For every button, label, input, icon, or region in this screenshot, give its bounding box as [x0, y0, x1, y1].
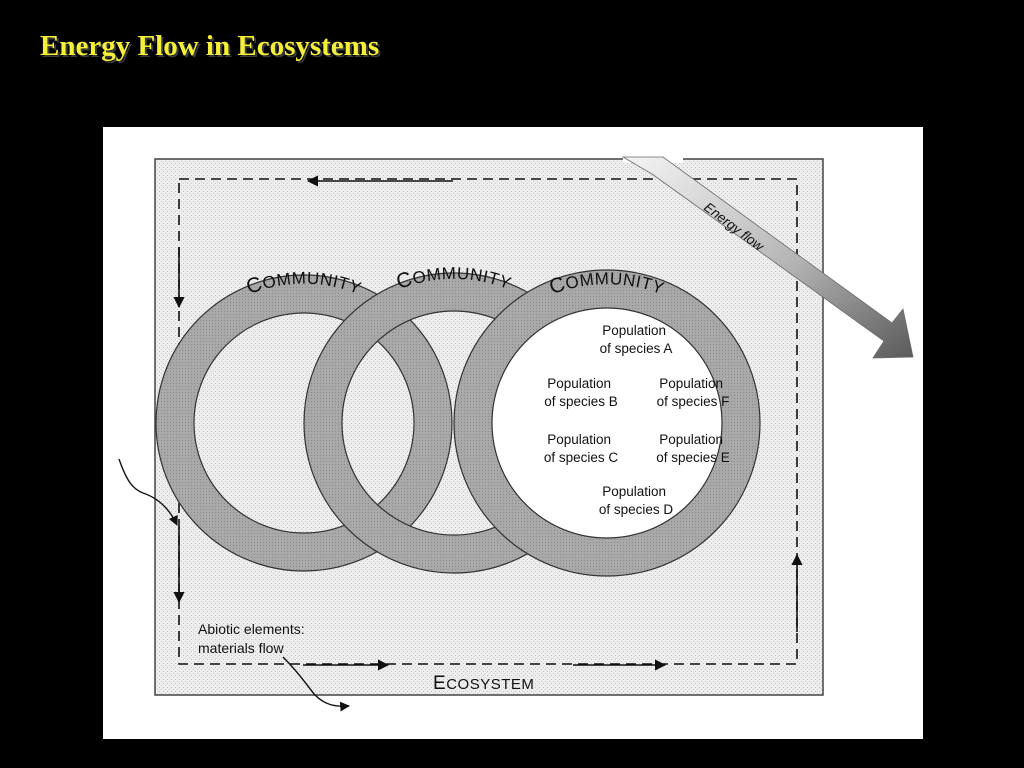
population-species-b: Population of species B [544, 376, 618, 409]
ecosystem-diagram: Energy flow COMMUNITY COMMUNITY COMMUNIT… [103, 127, 923, 739]
population-species-c: Population of species C [544, 432, 619, 465]
population-species-d: Population of species D [599, 484, 674, 517]
community-ring-1 [156, 275, 452, 571]
abiotic-elements-label: Abiotic elements: materials flow [198, 621, 309, 656]
population-species-a: Population of species A [600, 323, 673, 356]
population-species-f: Population of species F [657, 376, 730, 409]
community-ring-3 [454, 270, 760, 576]
ecosystem-label: ECOSYSTEM [433, 673, 534, 694]
diagram-canvas: Energy flow COMMUNITY COMMUNITY COMMUNIT… [118, 153, 914, 712]
slide-title: Energy Flow in Ecosystems [40, 30, 380, 62]
output-squiggle-arrow [282, 656, 350, 712]
input-squiggle-arrow [118, 458, 178, 526]
energy-flow-arrow [621, 156, 914, 359]
community-interior [491, 307, 723, 539]
population-species-e: Population of species E [656, 432, 730, 465]
